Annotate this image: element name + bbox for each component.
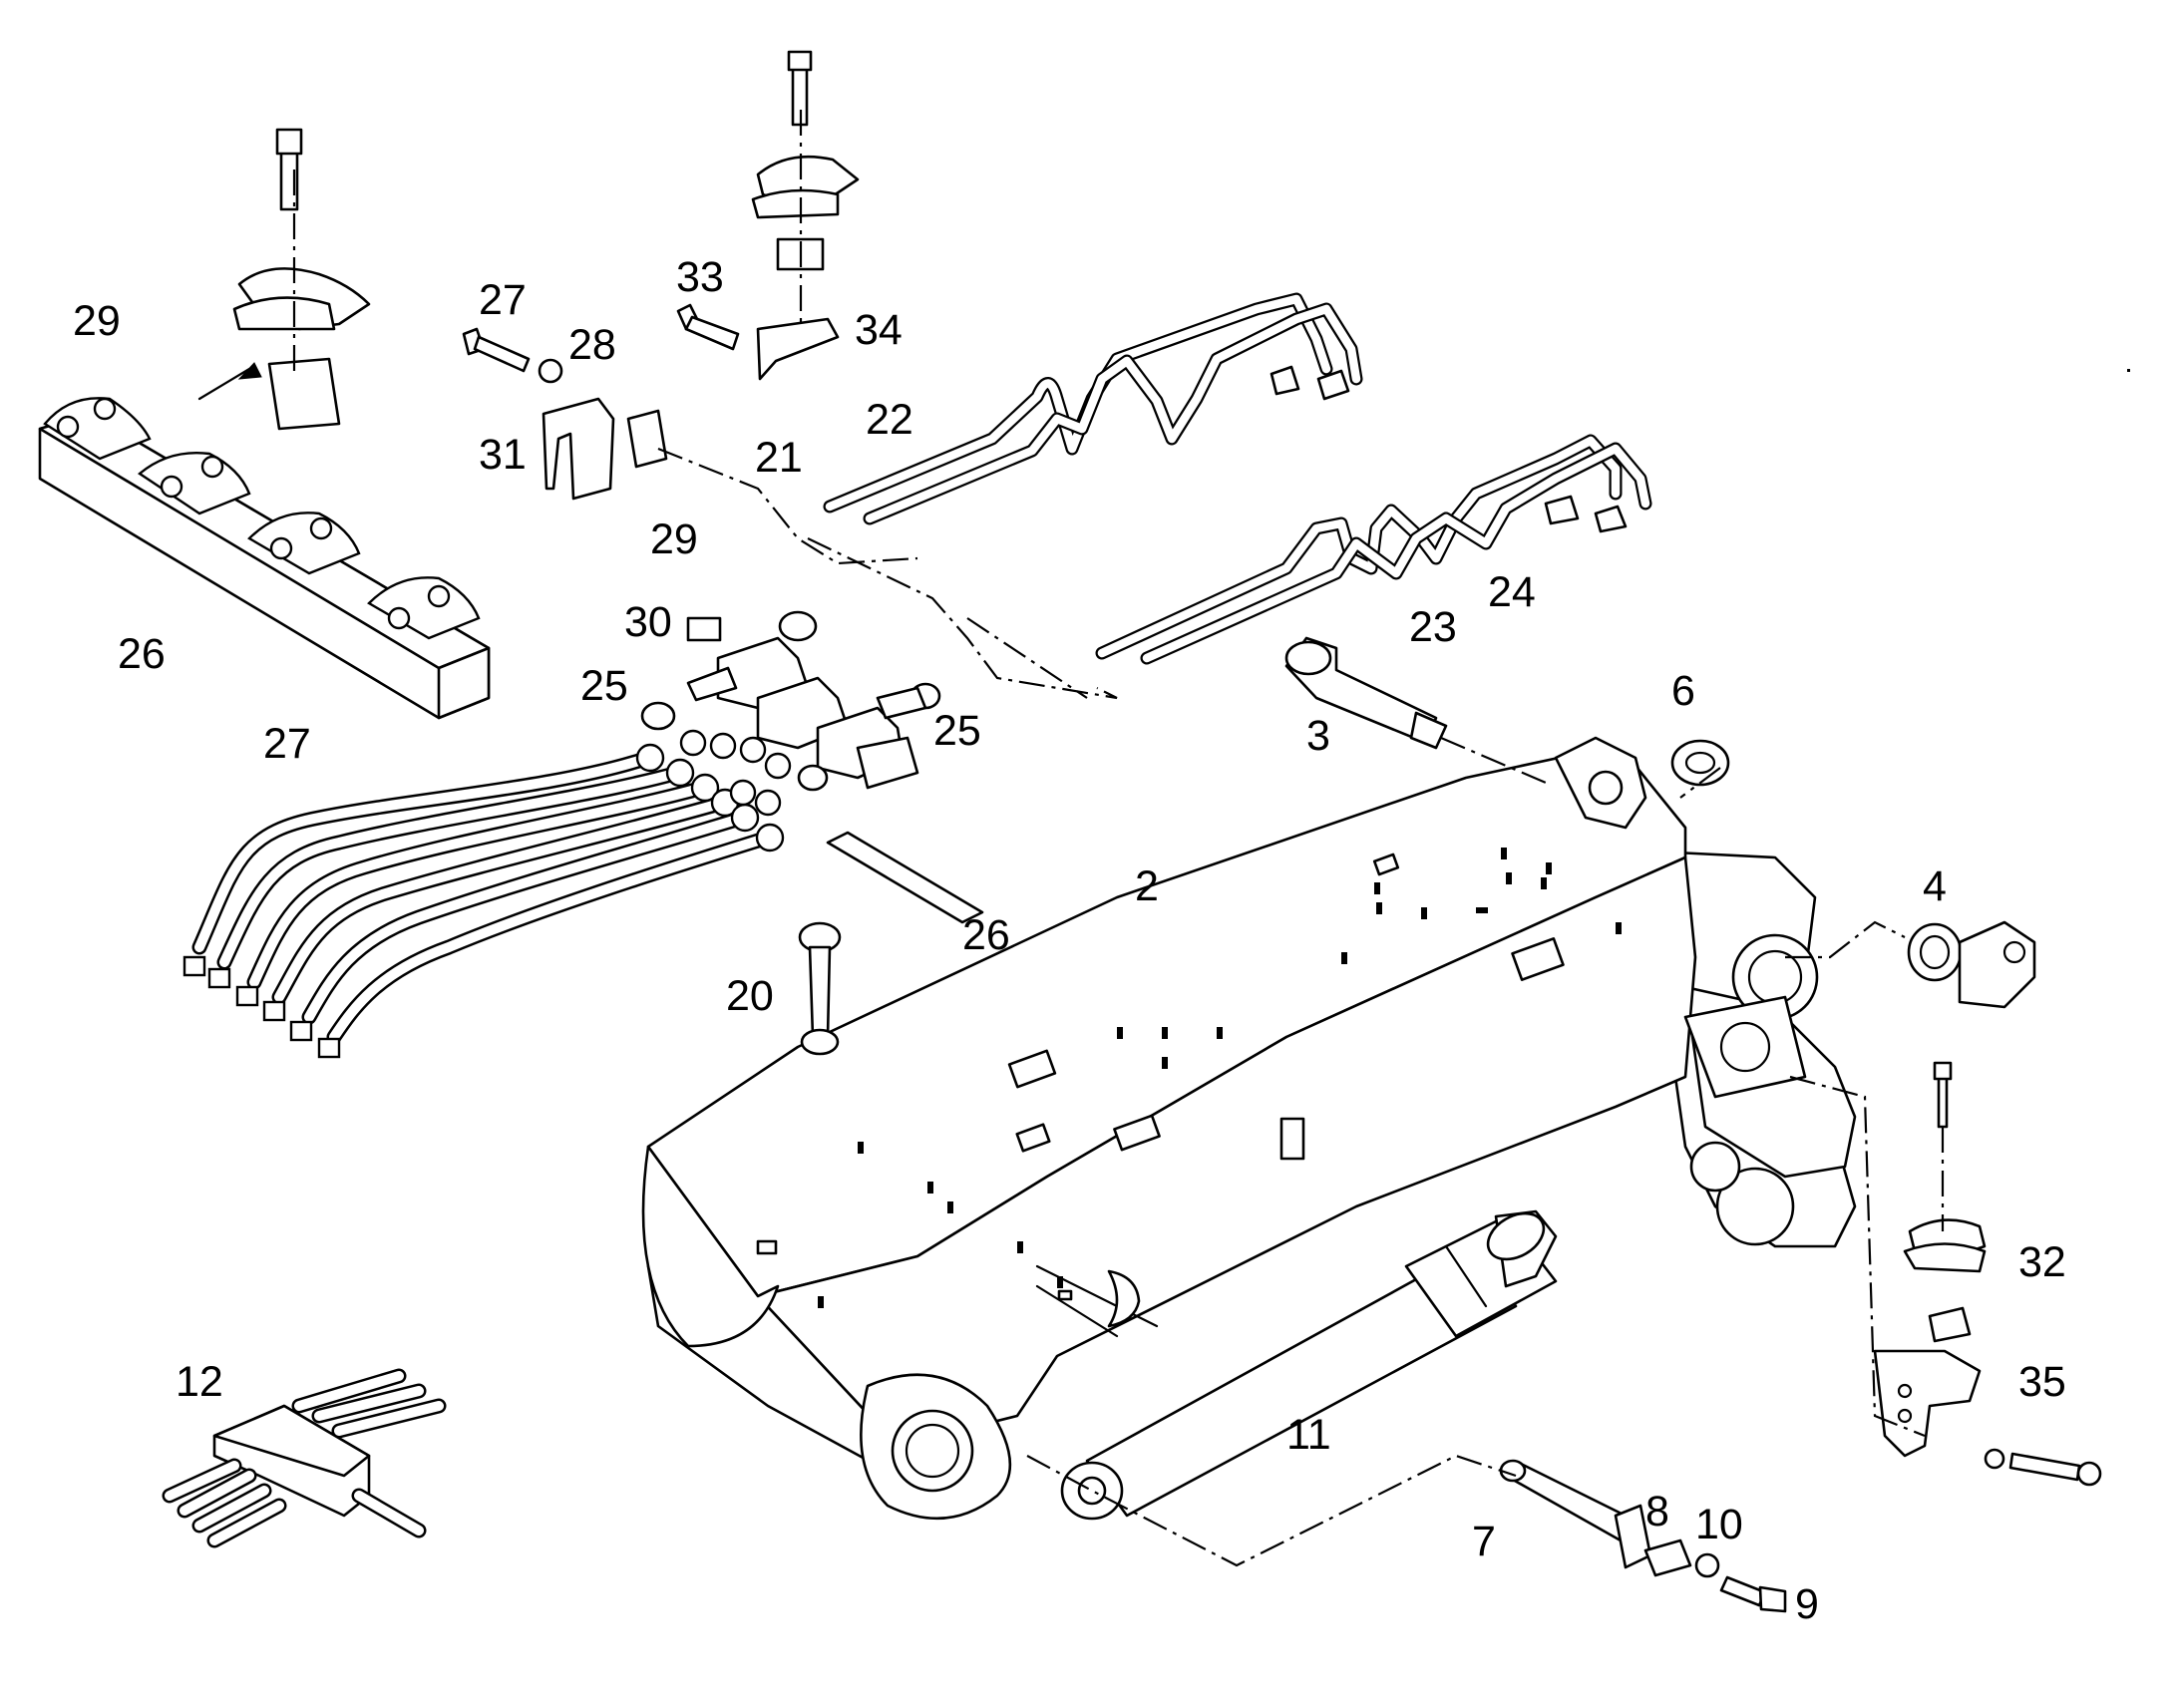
callout-30: 30 xyxy=(624,598,672,646)
callout-27: 27 xyxy=(479,276,527,324)
bolt-33 xyxy=(676,303,740,351)
steel-tubes xyxy=(823,292,1652,665)
callout-32: 32 xyxy=(2018,1238,2066,1286)
callout-23: 23 xyxy=(1409,603,1457,651)
callout-29: 29 xyxy=(73,297,121,345)
washer-6 xyxy=(1670,739,1730,787)
pin-7 xyxy=(1499,1459,1652,1569)
part-8-plate xyxy=(1643,1538,1692,1577)
hydraulic-cylinder xyxy=(1060,1209,1558,1521)
clamp-34 xyxy=(751,50,860,381)
callout-3: 3 xyxy=(1306,712,1330,760)
assembly-lines xyxy=(292,110,1945,1567)
callout-10: 10 xyxy=(1695,1501,1743,1548)
callout-2: 2 xyxy=(1135,862,1159,910)
callout-21: 21 xyxy=(755,434,803,482)
callout-8: 8 xyxy=(1645,1488,1669,1536)
pin-3 xyxy=(1284,636,1448,750)
callout-24: 24 xyxy=(1488,568,1536,616)
bracket-31 xyxy=(542,397,668,501)
callout-29: 29 xyxy=(650,515,698,563)
callout-22: 22 xyxy=(866,396,913,444)
clamp-assembly-29 xyxy=(38,397,491,720)
callout-20: 20 xyxy=(726,972,774,1020)
callout-9: 9 xyxy=(1795,1580,1819,1628)
callout-7: 7 xyxy=(1472,1518,1496,1565)
callout-11: 11 xyxy=(1286,1411,1331,1459)
callout-27: 27 xyxy=(263,720,311,768)
callout-34: 34 xyxy=(855,306,903,354)
callout-4: 4 xyxy=(1923,862,1947,910)
bracket-35 xyxy=(1873,1349,2102,1487)
washer-28 xyxy=(538,358,563,384)
callout-25: 25 xyxy=(933,707,981,755)
callout-26: 26 xyxy=(962,911,1010,959)
callout-labels: 29 27 28 33 34 31 22 21 29 30 26 27 25 2… xyxy=(73,253,2066,1628)
callout-12: 12 xyxy=(176,1358,223,1406)
clamp-29-exploded xyxy=(197,128,371,431)
valve-20 xyxy=(798,921,842,1056)
clamp-32 xyxy=(1903,1061,1987,1343)
washer-10 xyxy=(1694,1552,1720,1578)
callout-31: 31 xyxy=(479,431,527,479)
callout-28: 28 xyxy=(568,321,616,369)
callout-33: 33 xyxy=(676,253,724,301)
bolt-27 xyxy=(462,327,531,373)
callout-6: 6 xyxy=(1671,667,1695,715)
callout-25: 25 xyxy=(580,662,628,710)
valve-block-cluster xyxy=(640,610,941,817)
bushing-and-bracket-4 xyxy=(1907,920,2036,1009)
distribution-block-12 xyxy=(162,1368,447,1548)
callout-26: 26 xyxy=(118,630,166,678)
speck xyxy=(2127,369,2130,372)
callout-35: 35 xyxy=(2018,1358,2066,1406)
plate-26 xyxy=(826,831,984,924)
hoses xyxy=(182,743,785,1059)
bolt-9 xyxy=(1719,1575,1787,1613)
